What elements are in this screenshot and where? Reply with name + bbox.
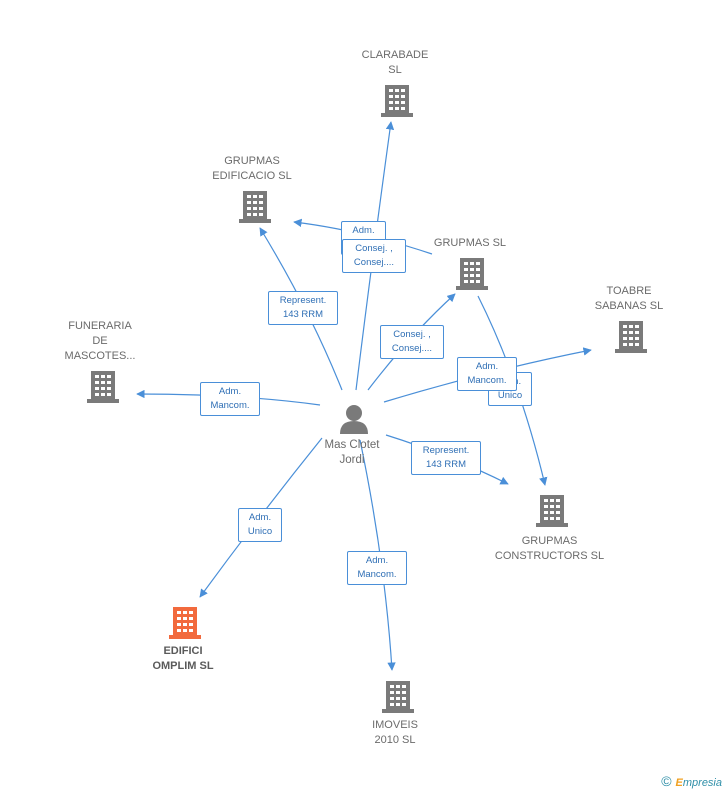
node-label-clarabade[interactable]: CLARABADE SL bbox=[361, 49, 429, 76]
copyright-symbol: © bbox=[661, 773, 672, 789]
brand-logo: ©Empresia bbox=[661, 773, 722, 789]
node-label-edifici[interactable]: EDIFICI OMPLIM SL bbox=[152, 645, 214, 672]
node-label-funeraria[interactable]: FUNERARIA DE MASCOTES... bbox=[64, 320, 136, 362]
building-icon[interactable] bbox=[615, 321, 647, 353]
node-label-grupmas-sl[interactable]: GRUPMAS SL bbox=[433, 237, 507, 249]
edge-label: Represent. 143 RRM bbox=[411, 441, 481, 475]
node-label-grupmas-edificacio[interactable]: GRUPMAS EDIFICACIO SL bbox=[212, 155, 292, 182]
edge-label: Consej. , Consej.... bbox=[380, 325, 444, 359]
building-icon[interactable] bbox=[381, 85, 413, 117]
node-label-imoveis[interactable]: IMOVEIS 2010 SL bbox=[372, 719, 418, 746]
node-label-toabre[interactable]: TOABRE SABANAS SL bbox=[594, 285, 664, 312]
person-icon[interactable] bbox=[340, 405, 368, 434]
building-icon[interactable] bbox=[536, 495, 568, 527]
edge-label: Adm. Mancom. bbox=[200, 382, 260, 416]
building-icon[interactable] bbox=[169, 607, 201, 639]
center-person-name[interactable]: Mas Clotet Jordi bbox=[324, 439, 380, 466]
building-icon[interactable] bbox=[382, 681, 414, 713]
node-label-grupmas-constructors[interactable]: GRUPMAS CONSTRUCTORS SL bbox=[494, 535, 605, 562]
edge-label: Adm. Mancom. bbox=[457, 357, 517, 391]
brand-initial: E bbox=[675, 777, 683, 789]
edge-label: Consej. , Consej.... bbox=[342, 239, 406, 273]
edge-label: Adm. Unico bbox=[238, 508, 282, 542]
edge-label: Adm. Mancom. bbox=[347, 551, 407, 585]
building-icon[interactable] bbox=[239, 191, 271, 223]
building-icon[interactable] bbox=[87, 371, 119, 403]
edge-label: Represent. 143 RRM bbox=[268, 291, 338, 325]
brand-name: mpresia bbox=[682, 777, 722, 789]
building-icon[interactable] bbox=[456, 258, 488, 290]
